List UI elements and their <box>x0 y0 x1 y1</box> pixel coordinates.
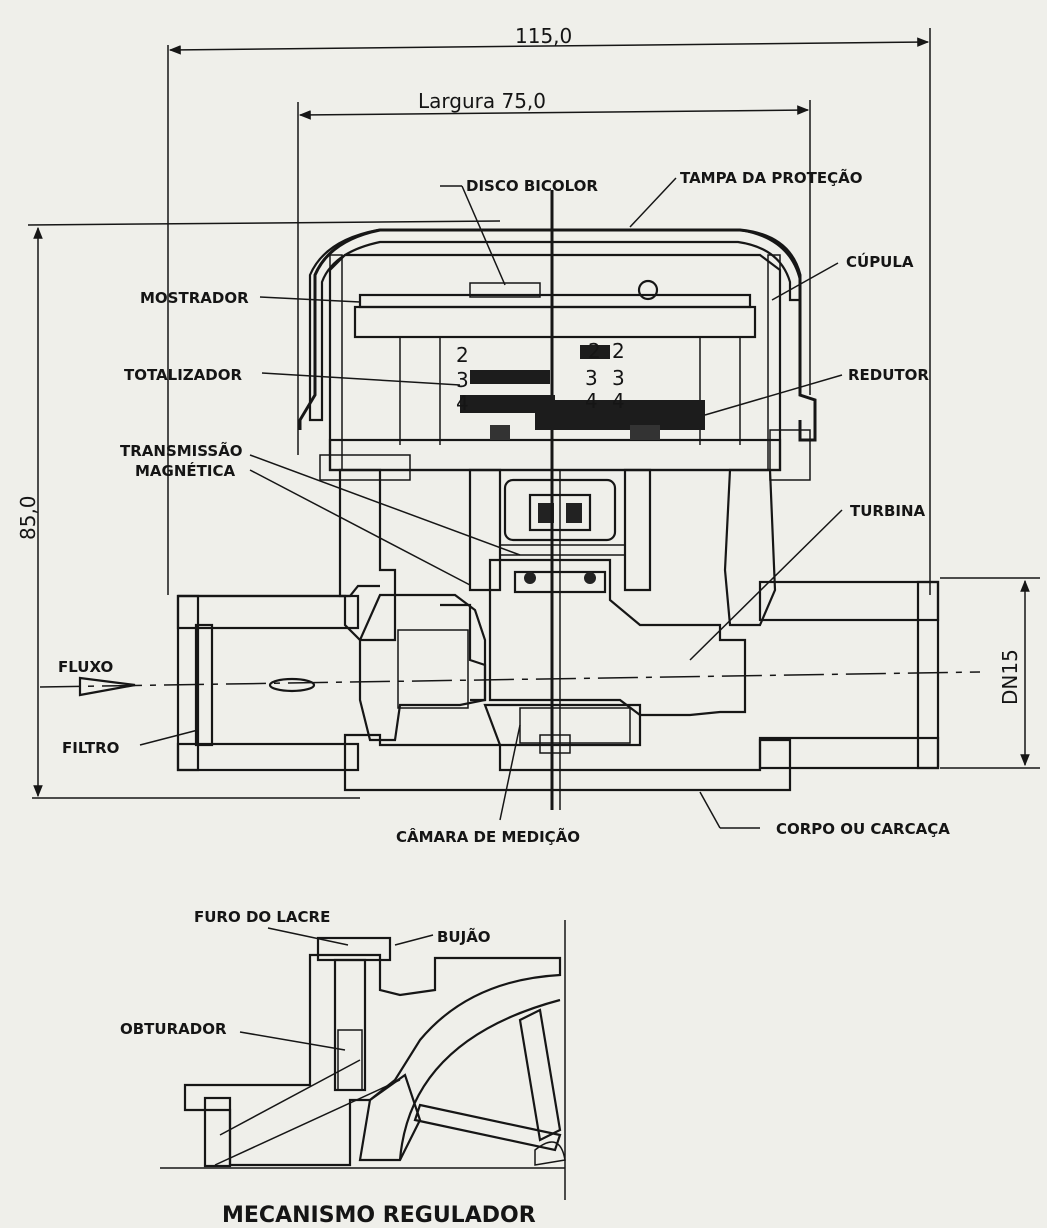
regulator-detail: FURO DO LACRE BUJÃO OBTURADOR MECANISMO … <box>120 908 566 1228</box>
label-disco-bicolor: DISCO BICOLOR <box>466 177 598 195</box>
overall-length-value: 115,0 <box>515 24 572 48</box>
label-redutor: REDUTOR <box>848 366 929 384</box>
digit: 3 <box>456 368 469 392</box>
dial-plate <box>353 279 757 339</box>
label-obturador: OBTURADOR <box>120 1020 227 1038</box>
digit: 4 <box>456 391 469 415</box>
dimension-overall-length: 115,0 <box>167 24 931 595</box>
label-furo-lacre: FURO DO LACRE <box>194 908 330 926</box>
digit: 2 <box>588 339 601 363</box>
dimension-width: Largura 75,0 <box>297 89 811 455</box>
width-value: Largura 75,0 <box>418 89 546 113</box>
label-cupula: CÚPULA <box>846 252 914 271</box>
label-transmissao-1: TRANSMISSÃO <box>120 441 243 460</box>
digit: 2 <box>612 339 625 363</box>
label-transmissao-2: MAGNÉTICA <box>135 461 235 480</box>
digit: 4 <box>585 389 598 413</box>
label-tampa-protecao: TAMPA DA PROTEÇÃO <box>680 168 862 187</box>
dn-value: DN15 <box>998 649 1022 705</box>
detail-title: MECANISMO REGULADOR <box>222 1203 536 1228</box>
digit: 3 <box>612 366 625 390</box>
meter-body <box>176 468 940 792</box>
measuring-chamber <box>483 558 747 754</box>
digit: 3 <box>585 366 598 390</box>
label-corpo: CORPO OU CARCAÇA <box>776 820 950 838</box>
dome-cupula <box>319 253 811 481</box>
digit: 2 <box>456 343 469 367</box>
label-bujao: BUJÃO <box>437 927 491 946</box>
digit: 4 <box>612 389 625 413</box>
dimension-height: 85,0 <box>16 220 501 799</box>
label-filtro: FILTRO <box>62 739 119 757</box>
label-turbina: TURBINA <box>850 502 926 520</box>
label-camara: CÂMARA DE MEDIÇÃO <box>396 827 580 846</box>
leader-lines <box>139 177 843 829</box>
flow-arrow-icon <box>78 676 136 697</box>
label-totalizador: TOTALIZADOR <box>124 366 242 384</box>
register-totalizer: 2 3 4 2 3 4 2 3 4 <box>399 337 741 445</box>
flow-marker <box>268 677 316 693</box>
height-value: 85,0 <box>16 495 40 540</box>
labels: DISCO BICOLOR TAMPA DA PROTEÇÃO CÚPULA M… <box>58 168 950 846</box>
label-mostrador: MOSTRADOR <box>140 289 249 307</box>
dimension-dn: DN15 <box>940 577 1040 769</box>
label-fluxo: FLUXO <box>58 658 113 676</box>
